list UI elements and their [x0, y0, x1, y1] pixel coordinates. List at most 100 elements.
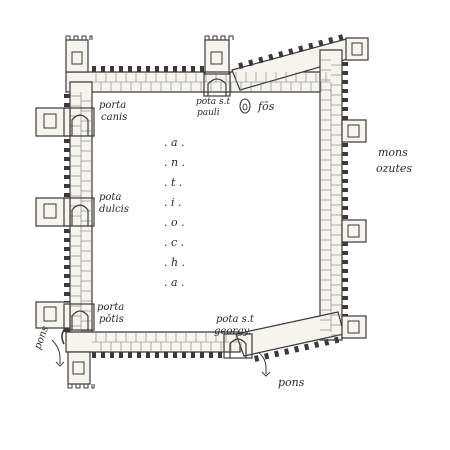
merlon: [342, 98, 348, 102]
merlon: [342, 260, 348, 264]
merlon: [318, 39, 324, 47]
merlon: [334, 336, 340, 344]
center-letter: . t .: [164, 176, 182, 189]
merlon: [155, 66, 159, 72]
merlon: [264, 352, 270, 360]
merlon: [342, 80, 348, 84]
merlon: [288, 48, 294, 56]
merlon: [342, 278, 348, 282]
merlon: [146, 352, 150, 358]
merlon: [278, 51, 284, 58]
merlon: [238, 62, 244, 70]
merlon: [342, 296, 348, 300]
merlon: [164, 352, 168, 358]
bridge-left-icon: [51, 339, 65, 367]
merlon: [248, 59, 254, 67]
merlon: [164, 66, 168, 72]
merlon: [64, 247, 70, 251]
gate-porta-dulcis: [63, 197, 95, 227]
tower-top-right: [345, 37, 369, 61]
merlon: [64, 148, 70, 152]
center-letter: . o .: [164, 216, 185, 229]
merlon: [173, 352, 177, 358]
gates: [63, 71, 253, 359]
merlon: [92, 352, 96, 358]
label-mons-2: ozutes: [376, 162, 412, 175]
tower-left-2: [35, 197, 71, 227]
merlon: [64, 175, 70, 179]
merlon: [342, 107, 348, 111]
merlon: [324, 339, 330, 346]
label-pons-bottom: pons: [278, 376, 305, 389]
merlon: [64, 103, 70, 107]
tower-right-1: [341, 119, 367, 143]
merlon: [128, 66, 132, 72]
merlon: [200, 352, 204, 358]
merlon: [119, 66, 123, 72]
merlon: [64, 265, 70, 269]
merlon: [342, 269, 348, 273]
center-letter: . h .: [164, 256, 185, 269]
bridge-bottom-icon: [257, 351, 271, 377]
merlon: [64, 184, 70, 188]
merlon: [328, 37, 334, 44]
fountain-icon: [239, 98, 251, 114]
label-porta-dulcis-1: pota: [99, 192, 121, 203]
merlon: [92, 66, 96, 72]
gate-porta-pauli: [203, 71, 231, 97]
merlon: [342, 251, 348, 255]
label-porta-canis-2: canis: [101, 112, 127, 123]
merlon: [342, 161, 348, 165]
center-letter: . n .: [164, 156, 185, 169]
center-letter: . c .: [164, 236, 184, 249]
merlon: [274, 350, 280, 358]
merlon: [294, 345, 300, 353]
merlon: [342, 206, 348, 210]
merlon: [218, 352, 222, 358]
merlon: [342, 305, 348, 309]
label-porta-pontis-1: porta: [97, 302, 124, 313]
label-porta-canis-1: porta: [99, 100, 126, 111]
gate-porta-pontis: [63, 303, 95, 331]
label-porta-pauli-2: pauli: [197, 108, 220, 118]
merlon: [64, 292, 70, 296]
merlon: [342, 143, 348, 147]
tower-top-mid: [204, 35, 234, 75]
label-porta-dulcis-2: dulcis: [99, 204, 129, 215]
bridge-arch-left: [61, 329, 65, 345]
tower-left-3: [35, 301, 71, 329]
merlon: [110, 352, 114, 358]
merlon: [155, 352, 159, 358]
label-mons-1: mons: [378, 146, 408, 159]
merlon: [342, 62, 348, 66]
brick-hatching: [70, 59, 342, 352]
merlon: [64, 256, 70, 260]
merlon: [64, 283, 70, 287]
merlon: [304, 343, 310, 351]
center-inscription: . a .. n .. t .. i .. o .. c .. h .. a .: [164, 136, 185, 289]
merlon: [137, 66, 141, 72]
gate-porta-canis: [63, 107, 95, 137]
merlon: [200, 66, 204, 72]
label-porta-pontis-2: pōtis: [99, 314, 124, 325]
merlon: [342, 170, 348, 174]
merlon: [64, 166, 70, 170]
merlon: [64, 193, 70, 197]
gate-porta-georgii: [223, 333, 253, 359]
merlon: [253, 355, 260, 362]
merlon: [182, 352, 186, 358]
tower-bottom-left: [67, 351, 95, 389]
merlon: [342, 89, 348, 93]
merlon: [342, 215, 348, 219]
merlon: [101, 352, 105, 358]
merlon: [64, 238, 70, 242]
merlon: [64, 229, 70, 233]
merlon: [64, 157, 70, 161]
label-fons: fōs: [257, 100, 275, 113]
merlon: [342, 152, 348, 156]
center-letter: . a .: [164, 276, 185, 289]
merlon: [342, 197, 348, 201]
merlon: [298, 45, 304, 53]
merlon: [137, 352, 141, 358]
